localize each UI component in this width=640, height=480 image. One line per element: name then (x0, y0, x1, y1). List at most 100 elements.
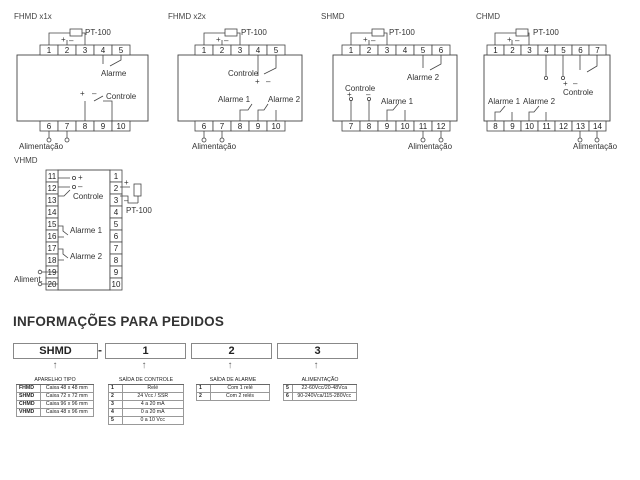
fhmd-x2x-bottom-terminals: 6 7 8 9 10 (194, 120, 286, 132)
svg-text:1: 1 (47, 46, 52, 55)
terminal-number: 16 (48, 232, 57, 241)
terminal-number: 15 (48, 220, 57, 229)
shmd-power-label: Alimentação (408, 142, 453, 151)
option-code: 3 (108, 400, 123, 409)
shmd-sensor-label: PT-100 (389, 28, 415, 37)
fhmd-x1x-alarm-relay-icon (102, 55, 122, 67)
vhmd-power-label: Aliment. (14, 275, 43, 284)
wiring-diagrams: FHMD x1x 1 2 3 4 5 6 7 8 9 10 PT-100 + –… (14, 12, 618, 291)
svg-text:+: + (347, 90, 352, 99)
svg-text:–: – (69, 36, 74, 45)
svg-text:–: – (573, 79, 578, 88)
shmd-top-terminals: 1 2 3 4 5 6 (341, 44, 451, 56)
fhmd-x2x-control-relay-icon (257, 55, 277, 76)
svg-text:+: + (124, 178, 129, 187)
svg-text:3: 3 (527, 46, 532, 55)
svg-text:5: 5 (274, 46, 279, 55)
option-code: 4 (108, 408, 123, 417)
fhmd-x2x-power-label: Alimentação (192, 142, 237, 151)
terminal-number: 10 (112, 280, 121, 289)
svg-text:+: + (255, 77, 260, 86)
fhmd-x1x-alarm-label: Alarme (101, 69, 127, 78)
svg-text:+: + (216, 35, 221, 44)
svg-text:8: 8 (238, 122, 243, 131)
option-code: SHMD (16, 392, 41, 401)
chmd-top-terminals: 1 2 3 4 5 6 7 (486, 44, 607, 56)
svg-text:9: 9 (510, 122, 515, 131)
vhmd-control-relay-icon (58, 177, 71, 197)
terminal-number: 12 (48, 184, 57, 193)
svg-text:2: 2 (367, 46, 372, 55)
svg-text:–: – (224, 36, 229, 45)
svg-text:5: 5 (119, 46, 124, 55)
option-description: Com 2 relés (210, 392, 270, 401)
fhmd-x1x-bottom-terminals: 6 7 8 9 10 (39, 120, 131, 132)
terminal-number: 4 (114, 208, 119, 217)
svg-text:8: 8 (83, 122, 88, 131)
shmd-alarm1-relay-icon (386, 103, 406, 121)
option-description: Relé (121, 384, 184, 393)
terminal-number: 8 (114, 256, 119, 265)
svg-text:7: 7 (349, 122, 354, 131)
terminal-number: 11 (48, 172, 57, 181)
code-power-supply: 3 (277, 343, 358, 359)
option-description: 24 Vcc / SSR (121, 392, 184, 401)
svg-text:5: 5 (561, 46, 566, 55)
shmd-control-label: Controle (345, 84, 376, 93)
chmd-sensor-wiring (494, 32, 530, 45)
vhmd-title: VHMD (14, 156, 38, 165)
terminal-number: 7 (114, 244, 119, 253)
vhmd-sensor-icon (133, 183, 142, 197)
svg-text:8: 8 (367, 122, 372, 131)
svg-text:2: 2 (510, 46, 515, 55)
option-description: Caixa 48 x 96 mm (39, 408, 94, 417)
svg-text:9: 9 (385, 122, 390, 131)
svg-text:+: + (80, 89, 85, 98)
terminal (109, 277, 123, 291)
svg-text:5: 5 (421, 46, 426, 55)
table-control-header: SAÍDA DE CONTROLE (108, 377, 184, 385)
svg-text:6: 6 (47, 122, 52, 131)
option-code: 2 (108, 392, 123, 401)
fhmd-x1x-sensor-wiring (48, 32, 86, 45)
option-description: 90-240Vca/115-280Vcc (291, 392, 358, 401)
chmd-alarm1-label: Alarme 1 (488, 97, 521, 106)
vhmd-alarm1-relay-icon (58, 225, 69, 238)
option-description: Caixa 72 x 72 mm (39, 392, 94, 401)
terminal-number: 20 (48, 280, 57, 289)
svg-text:4: 4 (544, 46, 549, 55)
fhmd-x2x-sensor-wiring (203, 32, 241, 45)
option-code: 5 (283, 384, 293, 393)
option-description: 0 a 20 mA (121, 408, 184, 417)
shmd-alarm2-label: Alarme 2 (407, 73, 440, 82)
terminal-number: 2 (114, 184, 119, 193)
code-model: SHMD (13, 343, 98, 359)
terminal-number: 13 (48, 196, 57, 205)
fhmd-x2x-top-terminals: 1 2 3 4 5 (194, 44, 286, 56)
svg-text:11: 11 (542, 122, 551, 131)
fhmd-x2x-control-label: Controle (228, 69, 259, 78)
terminal-number: 1 (114, 172, 119, 181)
chmd-power-label: Alimentação (573, 142, 618, 151)
fhmd-x1x-top-terminals: 1 2 3 4 5 (39, 44, 131, 56)
svg-text:10: 10 (525, 122, 534, 131)
svg-text:6: 6 (578, 46, 583, 55)
svg-text:7: 7 (220, 122, 225, 131)
svg-text:10: 10 (272, 122, 281, 131)
option-code: 6 (283, 392, 293, 401)
shmd-alarm1-label: Alarme 1 (381, 97, 414, 106)
fhmd-x1x-power-label: Alimentação (19, 142, 64, 151)
shmd-bottom-terminals: 7 8 9 10 11 12 (341, 120, 451, 132)
fhmd-x1x-sensor-label: PT-100 (85, 28, 111, 37)
fhmd-x1x-sensor-icon (69, 28, 83, 37)
shmd-control-wiring (350, 100, 370, 121)
svg-text:–: – (371, 36, 376, 45)
